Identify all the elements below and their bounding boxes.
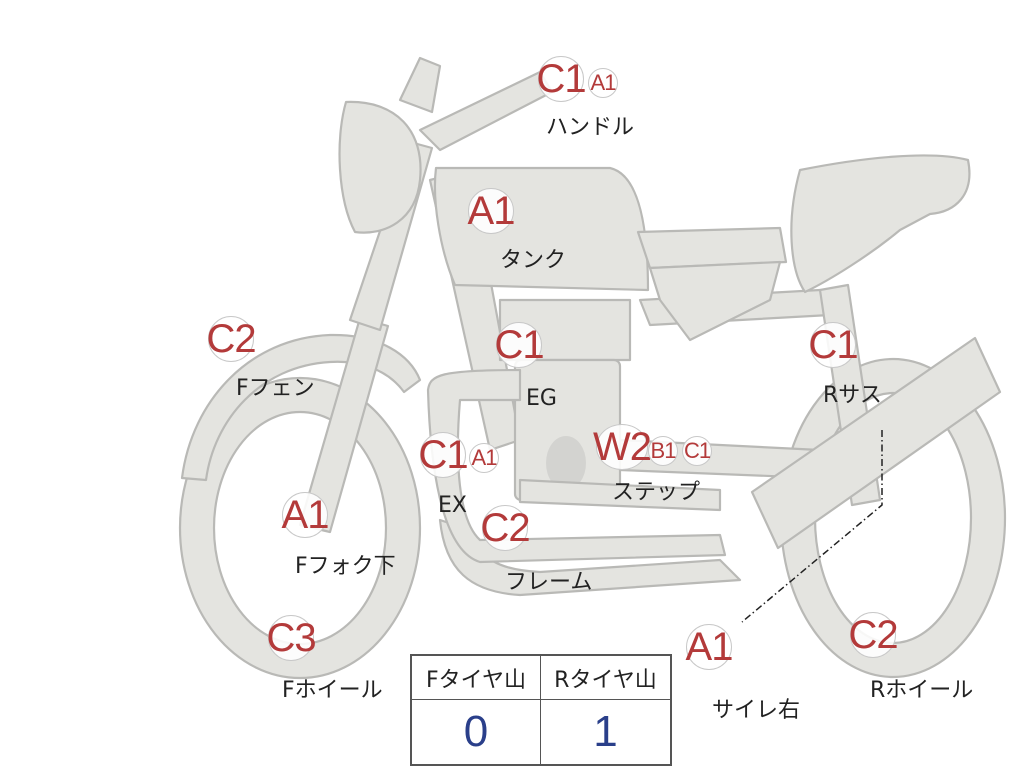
step-code-2: B1 — [648, 436, 678, 466]
handle-label: ハンドル — [546, 115, 635, 140]
headlight — [338, 100, 422, 234]
engine-label: EG — [526, 386, 557, 411]
frame-label: フレーム — [505, 570, 593, 595]
front-wheel-code: C3 — [266, 615, 317, 661]
muffler-leader-line — [741, 430, 883, 623]
handle-code-1: C1 — [536, 56, 587, 102]
tank-code: A1 — [467, 188, 515, 234]
step-code-1: W2 — [593, 424, 652, 470]
rear-wheel-code: C2 — [848, 612, 899, 658]
front-fender — [180, 333, 422, 482]
rear-suspension-code: C1 — [808, 322, 859, 368]
front-wheel-tire — [180, 378, 420, 678]
handle-grip — [398, 56, 442, 114]
rear-tire-tread-value: 1 — [593, 707, 618, 756]
front-fork-lower-code: A1 — [281, 492, 329, 538]
step-bar — [518, 478, 722, 512]
tire-tread-table: Fタイヤ山 Rタイヤ山 0 1 — [410, 654, 672, 766]
front-wheel-label: Fホイール — [282, 678, 383, 703]
front-fork-lower-label: Fフォク下 — [295, 554, 396, 579]
muffler-right-label: サイレ右 — [712, 698, 801, 723]
rear-tire-tread-header: Rタイヤ山 — [541, 656, 670, 700]
handle-code-2: A1 — [588, 68, 618, 98]
front-fender-code: C2 — [206, 316, 257, 362]
muffler — [750, 336, 1002, 550]
step-code-3: C1 — [682, 436, 712, 466]
seat-front — [636, 226, 788, 270]
engine-code: C1 — [494, 322, 545, 368]
step-label: ステップ — [612, 480, 701, 505]
exhaust-pipe — [426, 368, 727, 564]
muffler-right-code: A1 — [685, 624, 733, 670]
front-tire-tread-header: Fタイヤ山 — [412, 656, 541, 700]
exhaust-label: EX — [438, 493, 467, 518]
rear-suspension-label: Rサス — [823, 383, 882, 408]
front-tire-tread-value: 0 — [412, 700, 541, 764]
frame-code: C2 — [480, 505, 531, 551]
front-fender-label: Fフェン — [236, 376, 315, 401]
rear-wheel-label: Rホイール — [870, 678, 974, 703]
tank-label: タンク — [500, 248, 567, 273]
exhaust-code-2: A1 — [469, 443, 499, 473]
exhaust-code-1: C1 — [418, 432, 469, 478]
handlebar — [418, 70, 554, 152]
seat-rear — [790, 154, 971, 294]
